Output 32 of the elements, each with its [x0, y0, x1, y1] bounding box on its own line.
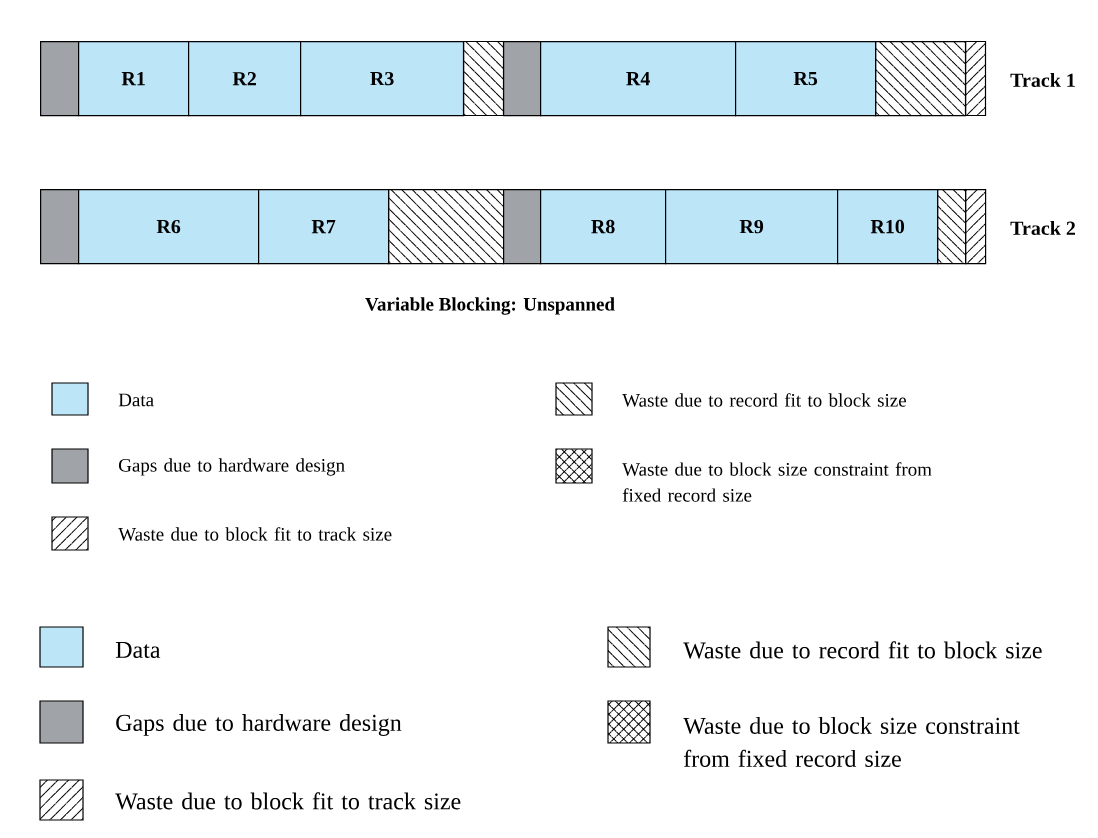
record-box: R3 [300, 41, 465, 117]
gap-segment [40, 189, 80, 265]
legend-text: Gaps due to hardware design [116, 714, 402, 736]
caption: Variable Blocking: Unspanned [365, 297, 615, 315]
legend-text: Waste due to record fit to block size [683, 641, 1042, 659]
track-label: Track 1 [1010, 72, 1075, 88]
waste-segment [964, 40, 987, 117]
waste-segment [875, 41, 967, 117]
record-box: R1 [78, 41, 190, 117]
record-box: R7 [258, 189, 390, 265]
record-box: R9 [665, 189, 839, 265]
legend-text: Data [115, 642, 161, 658]
record-box: R6 [78, 189, 260, 265]
legend-text: Waste due to block fit to track size [118, 527, 392, 541]
track-label: Track 2 [1010, 220, 1075, 236]
waste-segment [965, 189, 987, 265]
legend-text: Waste due to block size constraint from fixed record size [622, 462, 932, 502]
gap-segment [503, 189, 542, 265]
legend-text: Waste due to block fit to track size [115, 792, 461, 810]
record-box: R4 [540, 41, 737, 117]
legend-text: Waste due to record fit to block size [622, 393, 906, 407]
waste-segment [388, 189, 505, 265]
gap-segment [503, 41, 542, 117]
record-box: R2 [188, 41, 302, 117]
record-box: R5 [735, 41, 877, 117]
record-box: R8 [540, 189, 667, 265]
legend-text: Gaps due to hardware design [119, 458, 345, 476]
legend-text: Waste due to block size constraint from fixed record size [683, 717, 1020, 767]
waste-segment [937, 189, 967, 265]
gap-segment [40, 41, 80, 117]
legend-text: Data [118, 393, 154, 407]
record-box: R10 [837, 189, 939, 265]
